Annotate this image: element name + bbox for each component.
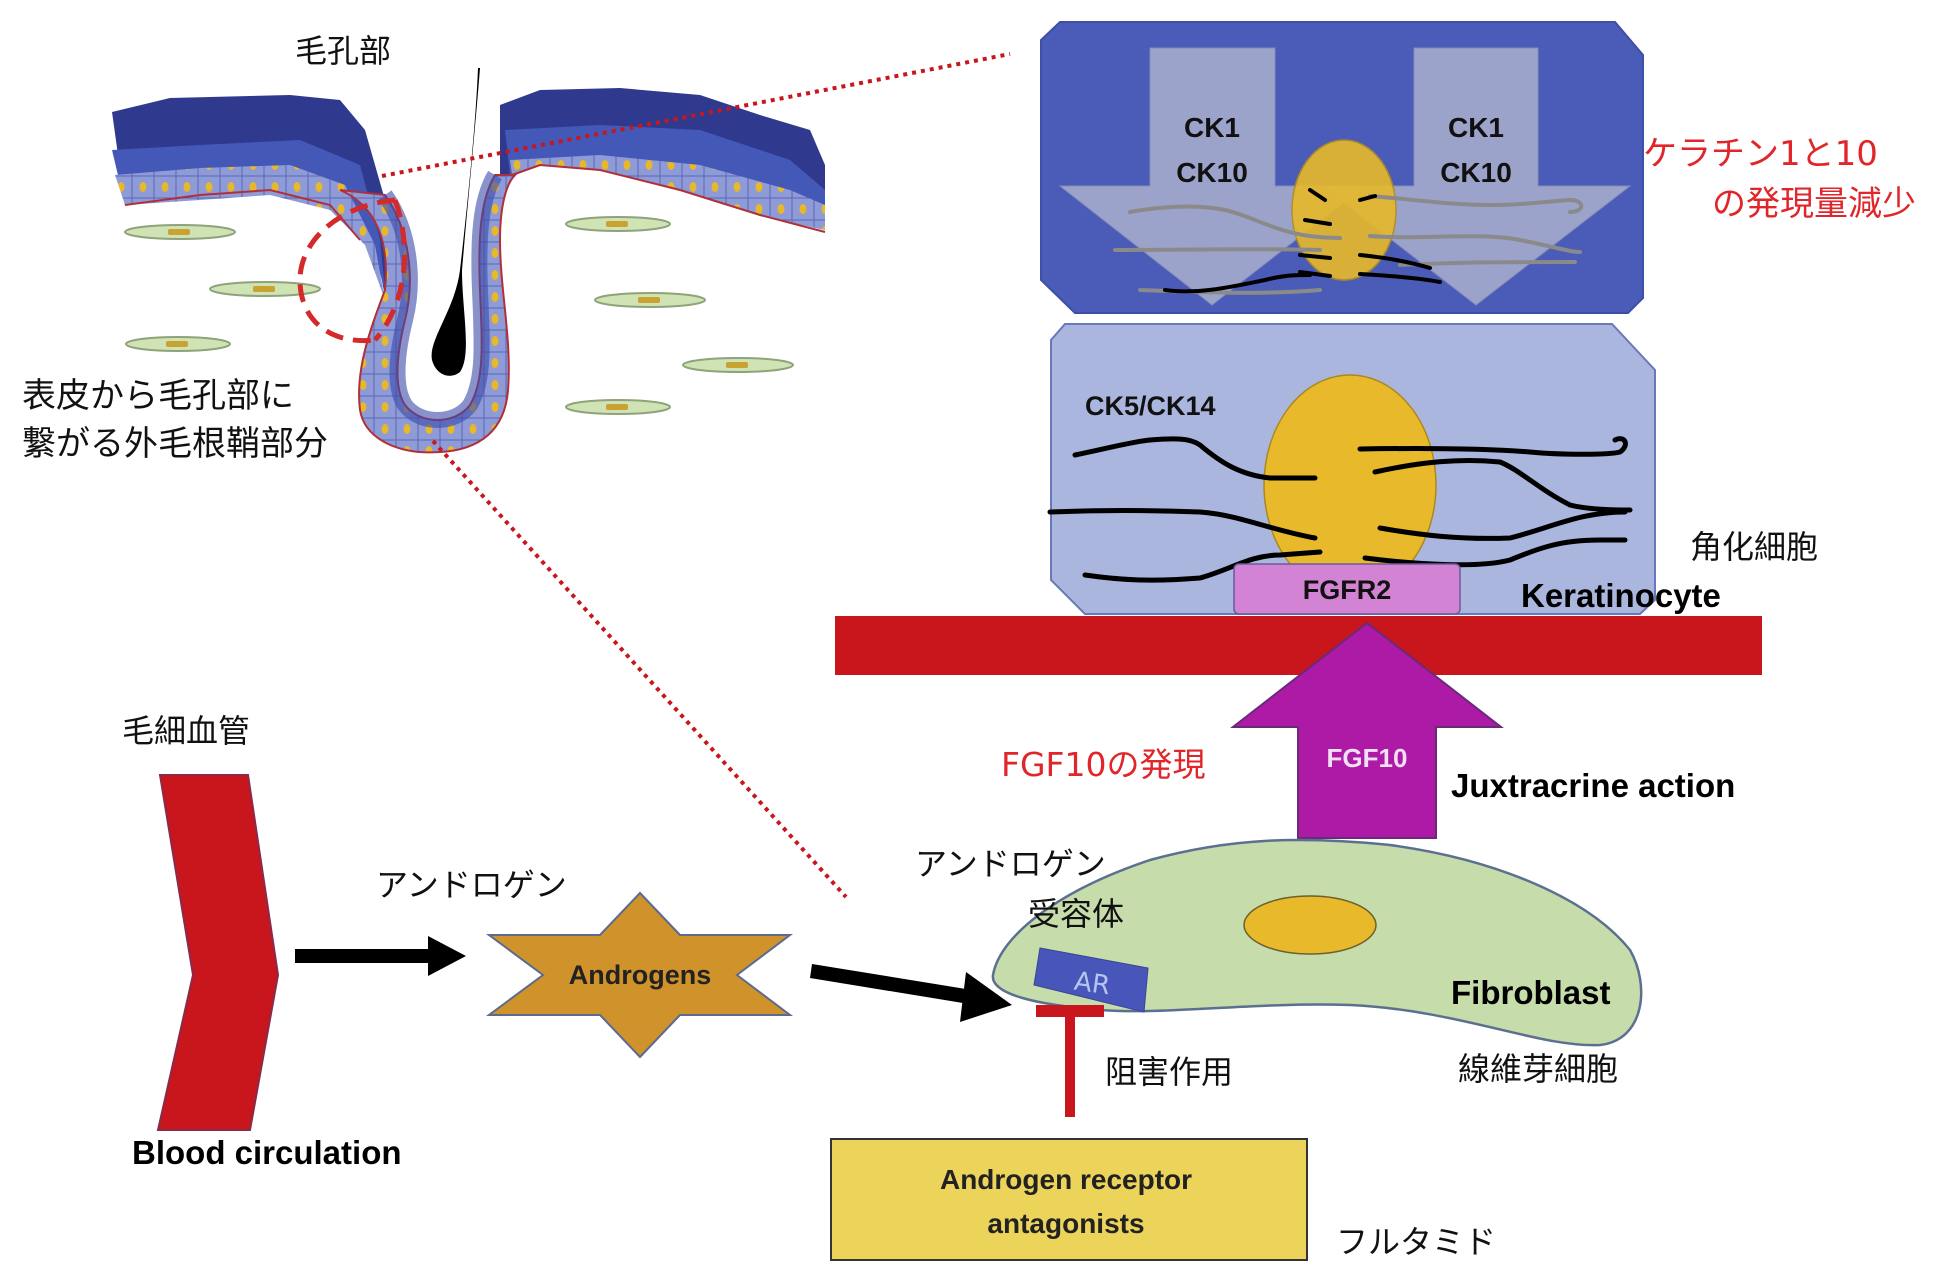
outer-root-sheath-label-1: 表皮から毛孔部に xyxy=(22,376,294,416)
upper-nucleus xyxy=(1291,139,1397,281)
keratin-decrease-label-1: ケラチン1と10 xyxy=(1643,134,1878,174)
upper-black-filaments xyxy=(1163,188,1442,294)
inhibition-t-bar xyxy=(1036,1005,1104,1117)
ck1-ck10-filaments xyxy=(1113,194,1584,295)
blood-vessel xyxy=(156,774,280,1131)
ck-left-label-1: CK1 xyxy=(1184,112,1240,143)
arrow-vessel-to-androgens xyxy=(295,936,466,976)
antagonist-box xyxy=(830,1138,1308,1261)
ck5-ck14-filaments xyxy=(1047,436,1633,583)
keratinocyte-jp-label: 角化細胞 xyxy=(1690,528,1818,566)
fgf10-expression-label: FGF10の発現 xyxy=(1001,745,1206,784)
blood-circulation-label: Blood circulation xyxy=(132,1134,402,1171)
ck-down-arrow-left xyxy=(1058,47,1367,306)
keratin-decrease-label-2: の発現量減少 xyxy=(1712,184,1916,224)
ck-left-label-2: CK10 xyxy=(1176,157,1248,188)
ck-right-label-2: CK10 xyxy=(1440,157,1512,188)
basement-membrane-right xyxy=(511,163,826,233)
flutamide-label: フルタミド xyxy=(1336,1223,1496,1261)
outer-root-sheath-label-2: 繋がる外毛根鞘部分 xyxy=(22,424,328,464)
lower-keratinocyte: CK5/CK14 FGFR2 xyxy=(1047,323,1656,615)
androgen-receptor-jp-label-1: アンドロゲン xyxy=(915,845,1106,883)
fgfr2-receptor xyxy=(1233,563,1461,615)
fibroblast-label: Fibroblast xyxy=(1451,974,1611,1011)
androgen-receptor-jp-label-2: 受容体 xyxy=(1028,895,1124,933)
highlight-dashed-circle-inner xyxy=(373,199,408,342)
fgf10-label: FGF10 xyxy=(1327,743,1408,773)
antagonist-label-1: Androgen receptor xyxy=(940,1164,1192,1195)
zoom-line-top xyxy=(381,52,1011,178)
upper-keratinocyte: CK1 CK10 CK1 CK10 xyxy=(1040,21,1644,314)
ck-right-label-1: CK1 xyxy=(1448,112,1504,143)
keratinocyte-label: Keratinocyte xyxy=(1521,577,1721,614)
androgens-star xyxy=(485,891,793,1059)
fgfr2-label: FGFR2 xyxy=(1303,575,1392,605)
fibroblast-nucleus xyxy=(1243,895,1377,955)
androgens-label: Androgens xyxy=(569,960,712,990)
antagonist-label-2: antagonists xyxy=(987,1208,1144,1239)
basement-membrane-bar xyxy=(835,616,1762,675)
pore-label: 毛孔部 xyxy=(295,32,391,70)
hair-follicle-illustration xyxy=(112,68,826,454)
ar-label: AR xyxy=(1072,967,1112,1002)
zoom-line-bottom xyxy=(431,439,848,899)
androgen-receptor: AR xyxy=(1033,947,1149,1013)
androgen-jp-label: アンドロゲン xyxy=(376,866,567,904)
juxtracrine-label: Juxtracrine action xyxy=(1451,767,1735,804)
spindle-nuclei xyxy=(166,221,748,410)
fibroblast-jp-label: 線維芽細胞 xyxy=(1458,1050,1618,1088)
inhibition-jp-label: 阻害作用 xyxy=(1105,1053,1233,1091)
epidermis-left-basal xyxy=(115,165,385,300)
epidermis-right-basal xyxy=(510,155,825,230)
fgf10-up-arrow xyxy=(1230,621,1504,839)
inner-sheath xyxy=(378,170,503,428)
ck5-ck14-label: CK5/CK14 xyxy=(1085,391,1216,421)
hair-shaft xyxy=(431,68,480,376)
highlight-dashed-circle xyxy=(297,197,396,344)
capillary-label: 毛細血管 xyxy=(122,712,250,750)
arrow-androgens-to-receptor xyxy=(810,964,1012,1022)
